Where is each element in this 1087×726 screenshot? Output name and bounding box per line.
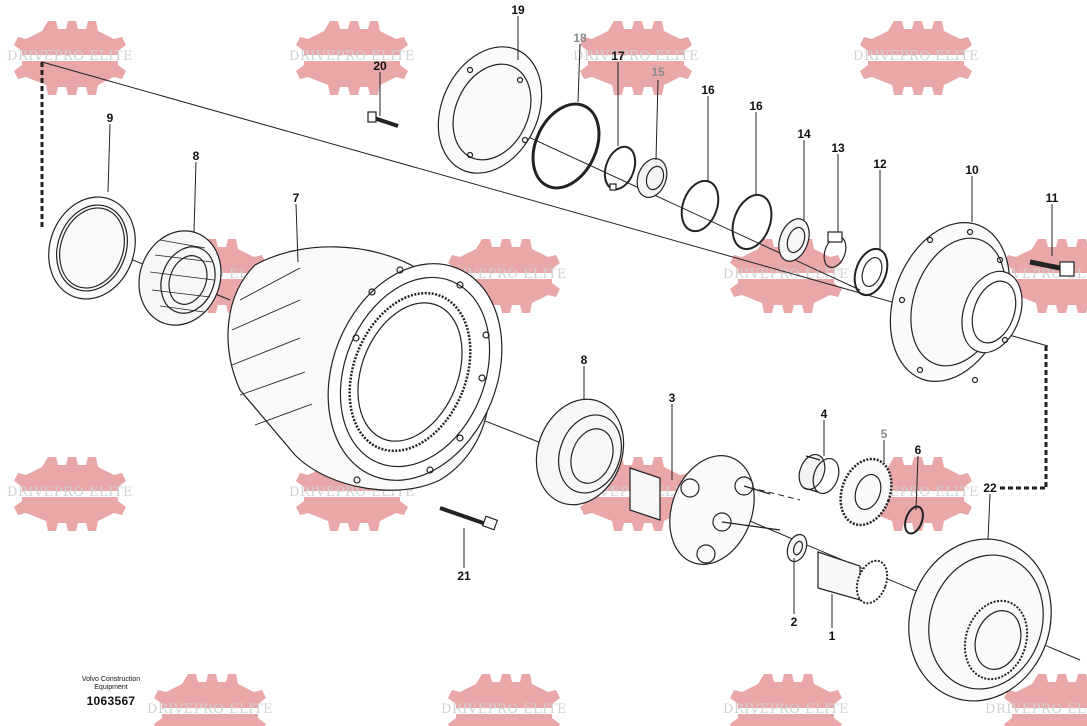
part-14-washer <box>778 218 810 262</box>
part-7-hub-housing <box>227 246 503 491</box>
watermark-text: DRIVEPRO ELITE <box>147 702 273 717</box>
part-1-sun-gear <box>817 551 889 605</box>
watermark-text: DRIVEPRO ELITE <box>441 702 567 717</box>
callout-labels: 9 8 7 20 19 18 17 15 16 16 14 13 12 10 1… <box>107 3 1059 643</box>
watermark-text: DRIVEPRO ELITE <box>985 702 1087 717</box>
part-3-planet-carrier <box>629 455 781 565</box>
callout-11: 11 <box>1046 191 1059 205</box>
callout-16: 16 <box>701 83 715 97</box>
part-18-o-ring <box>531 102 601 190</box>
watermark-text: DRIVEPRO ELITE <box>7 49 133 64</box>
part-20-bolt <box>367 111 399 128</box>
caption-drawing-number: 1063567 <box>86 694 136 708</box>
callout-17: 17 <box>611 49 625 63</box>
watermark-gear-icon <box>730 674 842 726</box>
callout-20: 20 <box>373 59 387 73</box>
watermark-gear-icon <box>448 674 560 726</box>
part-11-wheel-stud <box>1029 259 1075 277</box>
callout-10: 10 <box>965 163 979 177</box>
callout-4: 4 <box>821 407 828 421</box>
part-13-key-washer <box>823 231 847 269</box>
callout-1: 1 <box>829 629 836 643</box>
watermark-gear-icon <box>154 674 266 726</box>
callout-leader-lines <box>107 16 1053 628</box>
callout-22: 22 <box>983 481 997 495</box>
part-9-seal-ring <box>48 196 136 300</box>
callout-6: 6 <box>915 443 922 457</box>
callout-19: 19 <box>511 3 525 17</box>
caption-company-line2: Equipment <box>94 684 128 691</box>
part-10-wheel-hub <box>889 222 1023 384</box>
callout-21: 21 <box>457 569 471 583</box>
callout-16: 16 <box>749 99 763 113</box>
callout-3: 3 <box>669 391 676 405</box>
callout-18: 18 <box>573 31 587 45</box>
part-6-circlip <box>904 505 924 535</box>
drawing-caption: Volvo Construction Equipment 1063567 <box>76 676 146 708</box>
watermark-text: DRIVEPRO ELITE <box>723 702 849 717</box>
part-12-spacer-ring <box>853 247 889 297</box>
watermark-text: DRIVEPRO ELITE <box>853 49 979 64</box>
watermark-text: DRIVEPRO ELITE <box>289 49 415 64</box>
part-21-bolt <box>439 506 499 531</box>
part-15-nut <box>636 158 668 198</box>
watermark-text: DRIVEPRO ELITE <box>573 49 699 64</box>
callout-12: 12 <box>873 157 887 171</box>
callout-15: 15 <box>651 65 665 79</box>
callout-7: 7 <box>293 191 300 205</box>
callout-8: 8 <box>193 149 200 163</box>
part-2-thrust-washer <box>786 533 808 563</box>
part-17-snap-ring <box>603 145 637 191</box>
part-5-planet-gear <box>839 457 893 527</box>
part-4-needle-bearing <box>798 453 840 495</box>
part-8-bearing-upper <box>138 230 222 326</box>
caption-company-line1: Volvo Construction <box>81 676 141 683</box>
part-16-lock-washer <box>680 179 773 251</box>
callout-9: 9 <box>107 111 114 125</box>
part-8-bearing-lower <box>535 398 625 506</box>
callout-2: 2 <box>791 615 798 629</box>
callout-5: 5 <box>881 427 888 441</box>
callout-13: 13 <box>831 141 845 155</box>
part-22-brake-housing <box>908 538 1052 702</box>
part-19-cover-plate <box>437 46 543 174</box>
watermark-text: DRIVEPRO ELITE <box>7 485 133 500</box>
callout-14: 14 <box>797 127 811 141</box>
watermark-text: DRIVEPRO ELITE <box>723 267 849 282</box>
callout-8: 8 <box>581 353 588 367</box>
